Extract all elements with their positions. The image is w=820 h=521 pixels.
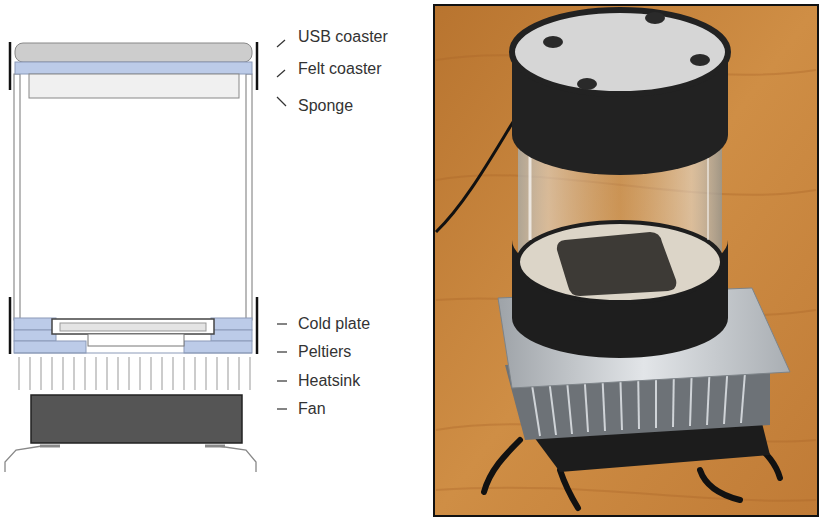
leg-foot	[205, 445, 225, 448]
part-label: Sponge	[298, 97, 353, 115]
sleeve-line	[256, 42, 259, 90]
photo-frame	[434, 5, 818, 516]
heatsink-fins	[19, 357, 250, 390]
felt-block	[14, 330, 56, 341]
felt-block	[211, 330, 252, 341]
felt-block	[14, 341, 86, 353]
felt-block	[184, 341, 252, 353]
peltier	[88, 334, 184, 346]
sand	[518, 222, 722, 302]
felt-block	[14, 318, 56, 330]
tube-wall	[246, 74, 252, 320]
part-label: Felt coaster	[298, 60, 382, 78]
leg	[5, 446, 42, 472]
part-label: Cold plate	[298, 315, 370, 333]
felt-coaster	[15, 62, 252, 74]
schematic	[5, 40, 287, 472]
cold-plate	[557, 232, 676, 296]
part-label: Heatsink	[298, 372, 360, 390]
rubber-feet	[543, 12, 710, 90]
part-label: Fan	[298, 400, 326, 418]
sleeve-line	[9, 42, 12, 90]
photo	[434, 5, 818, 516]
felt-block	[211, 318, 252, 330]
cold-plate-inner	[60, 323, 206, 331]
leader-lines	[277, 40, 287, 409]
usb-coaster	[15, 43, 252, 62]
part-label: USB coaster	[298, 28, 388, 46]
sleeve-line	[256, 297, 259, 354]
leg-foot	[40, 445, 60, 448]
usb-coaster	[512, 10, 728, 94]
fan	[31, 395, 242, 443]
leg	[218, 446, 256, 472]
cold-plate	[52, 319, 214, 334]
tube-wall	[14, 74, 20, 320]
sponge	[29, 74, 239, 98]
sleeve-line	[9, 297, 12, 354]
base-line	[14, 353, 252, 354]
part-label: Peltiers	[298, 343, 351, 361]
